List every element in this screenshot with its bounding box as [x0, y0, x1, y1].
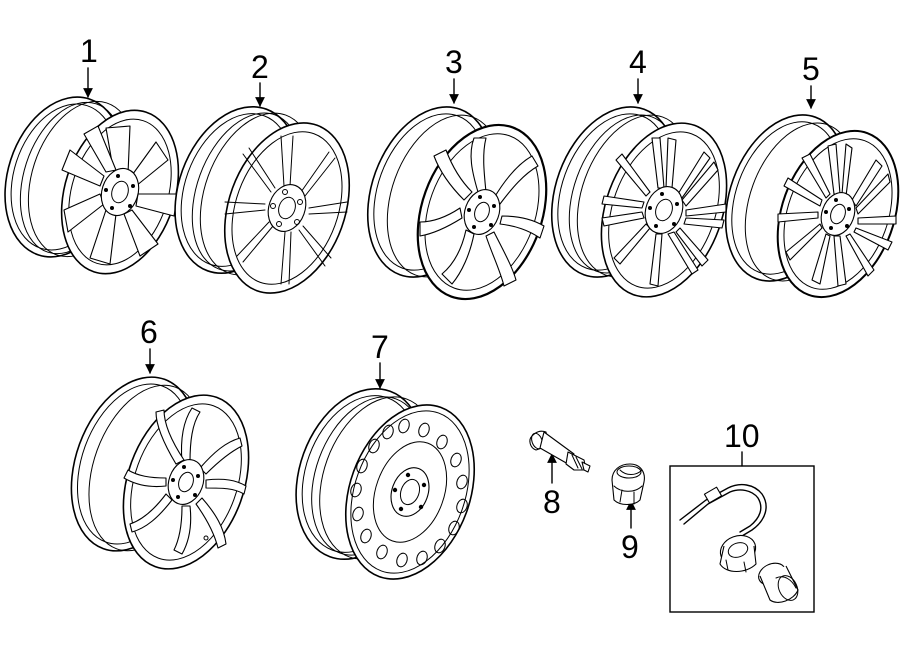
wheel-6 [70, 376, 250, 570]
wheel-lock-kit-icon [679, 483, 799, 603]
vent-holes [350, 418, 468, 568]
alloy-wheel-icon [70, 376, 250, 570]
callout-label-3: 3 [445, 44, 463, 80]
valve-stem [529, 430, 591, 473]
callout-label-10: 10 [724, 418, 760, 454]
callout-label-9: 9 [621, 529, 639, 565]
wheel-3 [366, 106, 548, 301]
alloy-wheel-icon [174, 105, 351, 294]
lug-nut [611, 463, 645, 506]
leader-arrows [83, 67, 816, 529]
valve-stem-icon [529, 430, 591, 473]
lug-nut-icon [611, 463, 645, 506]
alloy-wheel-icon [550, 106, 728, 298]
wheel-2 [174, 105, 351, 294]
alloy-wheel-icon [366, 106, 548, 301]
wheel-lock-kit [669, 465, 815, 613]
wheel-7 [295, 387, 476, 580]
callout-label-7: 7 [371, 329, 389, 365]
wheel-5 [724, 114, 900, 299]
callout-label-2: 2 [251, 49, 269, 85]
steel-wheel-icon [295, 387, 476, 580]
callout-label-1: 1 [80, 33, 98, 69]
alloy-wheel-icon [724, 114, 900, 299]
wheel-1 [4, 96, 180, 275]
callout-labels: 1 2 3 4 5 6 7 8 9 10 [80, 33, 820, 565]
callout-label-5: 5 [802, 51, 820, 87]
callout-label-6: 6 [140, 314, 158, 350]
kit-box [669, 465, 815, 613]
callout-label-4: 4 [629, 44, 647, 80]
wheel-4 [550, 106, 728, 298]
callout-label-8: 8 [543, 484, 561, 520]
alloy-wheel-icon [4, 96, 180, 275]
